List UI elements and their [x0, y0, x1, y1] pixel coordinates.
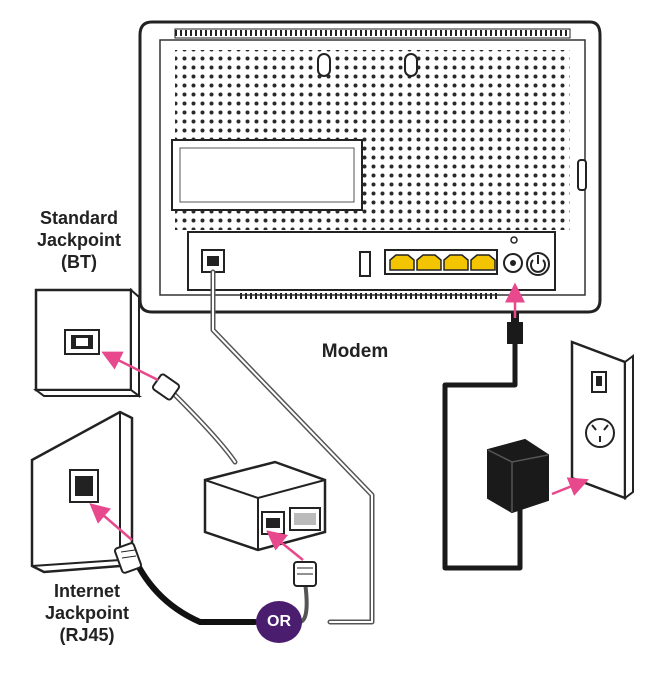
or-badge-text: OR: [267, 613, 291, 630]
power-outlet: [570, 340, 634, 500]
arrow-to-outlet: [551, 477, 589, 496]
lan-port-2: [416, 254, 442, 271]
cables: [127, 269, 523, 625]
standard-jackpoint-label: Standard Jackpoint (BT): [14, 207, 144, 273]
standard-jackpoint-line-3: (BT): [61, 252, 97, 272]
standard-jackpoint-line-2: Jackpoint: [36, 230, 122, 250]
lan-port-3: [443, 254, 469, 271]
modem-top-vents: [174, 28, 571, 39]
standard-jackpoint-line-1: Standard: [39, 208, 118, 228]
connection-arrows: [89, 282, 589, 561]
dsl-port: [201, 249, 225, 273]
or-badge: [256, 601, 302, 643]
power-cable: [442, 332, 523, 571]
reset-pinhole: [510, 236, 518, 244]
arrow-to-filter-port: [266, 530, 304, 561]
lan-port-4: [470, 254, 496, 271]
side-button: [577, 159, 587, 191]
modem-label-plate: [171, 139, 363, 211]
dsl-cable: [210, 269, 375, 625]
lan-port-1: [389, 254, 415, 271]
rj45-plug-wall: [114, 542, 142, 574]
standard-jackpoint-plate: [33, 287, 142, 398]
internet-jackpoint-line-1: Internet: [53, 581, 120, 601]
modem-label: Modem: [321, 341, 389, 362]
filter-splitter: [203, 460, 327, 552]
modem: [138, 20, 602, 314]
internet-jackpoint-label: Internet Jackpoint (RJ45): [22, 580, 152, 646]
usb-port: [359, 251, 371, 277]
power-adapter: [487, 438, 549, 514]
arrow-to-standard-jack: [101, 351, 159, 382]
internet-jackpoint-line-3: (RJ45): [59, 625, 115, 645]
rj45-plug-filter: [293, 561, 317, 587]
mount-hole-right: [404, 53, 418, 77]
lan-ports: [384, 249, 498, 275]
internet-jackpoint-line-2: Jackpoint: [44, 603, 130, 623]
power-button: [526, 252, 550, 276]
arrow-to-internet-jack: [89, 503, 133, 541]
mount-hole-left: [317, 53, 331, 77]
internet-jackpoint-plate: [30, 410, 134, 574]
